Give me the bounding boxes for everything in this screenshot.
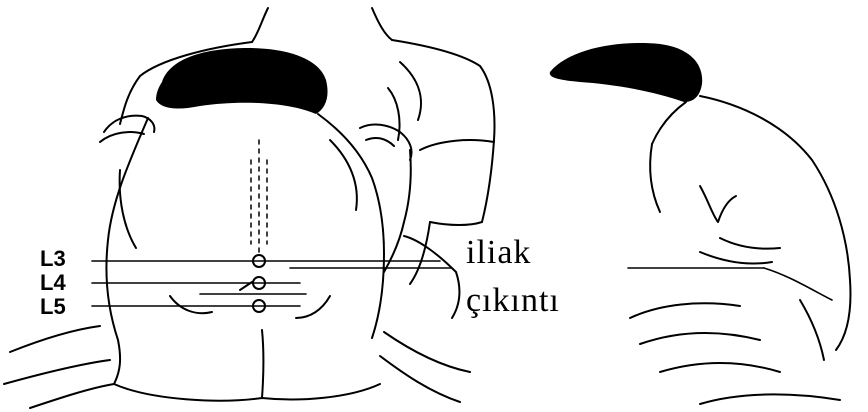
assistant-neck-right xyxy=(372,8,392,40)
patient-hip-fold-left xyxy=(170,296,212,313)
patient-hip-fold-right xyxy=(296,296,330,318)
patient-buttocks xyxy=(114,330,380,401)
iliac-crest-label-line2: çıkıntı xyxy=(466,284,560,318)
assistant-hand-right xyxy=(360,125,412,160)
assistant-figure xyxy=(100,8,494,318)
level-lines xyxy=(92,261,832,306)
patient-hair-left xyxy=(156,48,328,114)
spine-dashes xyxy=(251,140,267,252)
assistant-neck-left xyxy=(252,8,268,42)
vertebra-label-l3: L3 xyxy=(40,248,66,270)
side-arm-hint xyxy=(700,186,736,222)
side-cloth xyxy=(630,303,840,404)
vertebra-label-l4: L4 xyxy=(40,272,66,294)
assistant-arm-right xyxy=(420,140,494,225)
assistant-shoulder-right xyxy=(392,40,494,222)
side-back-outline xyxy=(700,96,850,350)
cloth-left xyxy=(4,326,114,408)
iliac-crest-curve-right xyxy=(764,268,832,300)
patient-hair-right xyxy=(550,43,702,102)
assistant-forearm-right xyxy=(404,150,430,284)
assistant-hand-left xyxy=(100,116,154,142)
side-hip-line xyxy=(800,300,824,360)
patient-back-outline-left xyxy=(106,118,148,384)
assistant-leg xyxy=(384,222,459,318)
side-rib-folds xyxy=(700,238,780,264)
cloth-right xyxy=(380,332,470,402)
side-shoulder xyxy=(650,144,660,212)
patient-side-figure xyxy=(550,43,851,404)
iliac-crest-label-line1: iliak xyxy=(466,236,531,270)
patient-shoulder-blade xyxy=(330,140,357,210)
vertebra-label-l5: L5 xyxy=(40,296,66,318)
patient-back-outline-right xyxy=(318,114,384,338)
patient-left-figure xyxy=(4,48,470,408)
side-neck xyxy=(652,102,686,144)
